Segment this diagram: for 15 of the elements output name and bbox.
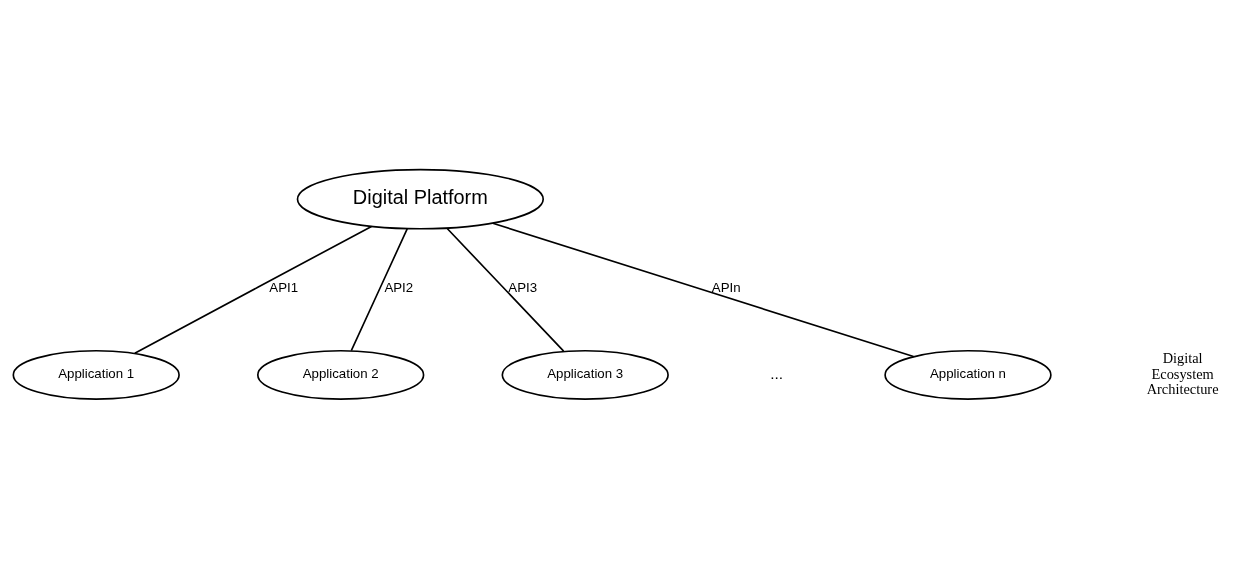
edge-label: APIn (711, 279, 741, 295)
node-ellipse: Application 3 (501, 349, 669, 400)
connector (491, 222, 915, 358)
edge-label: API2 (384, 279, 414, 295)
connector (446, 227, 565, 352)
connector (133, 225, 373, 354)
connector (350, 228, 409, 352)
edge-label: API3 (508, 279, 538, 295)
label: Digital Ecosystem Architecture (1146, 350, 1219, 398)
label: ... (770, 365, 784, 383)
node-ellipse: Digital Platform (296, 168, 545, 230)
node-ellipse: Application 2 (257, 349, 425, 400)
node-ellipse: Application 1 (12, 349, 180, 400)
edge-label: API1 (269, 279, 299, 295)
node-ellipse: Application n (884, 349, 1052, 400)
